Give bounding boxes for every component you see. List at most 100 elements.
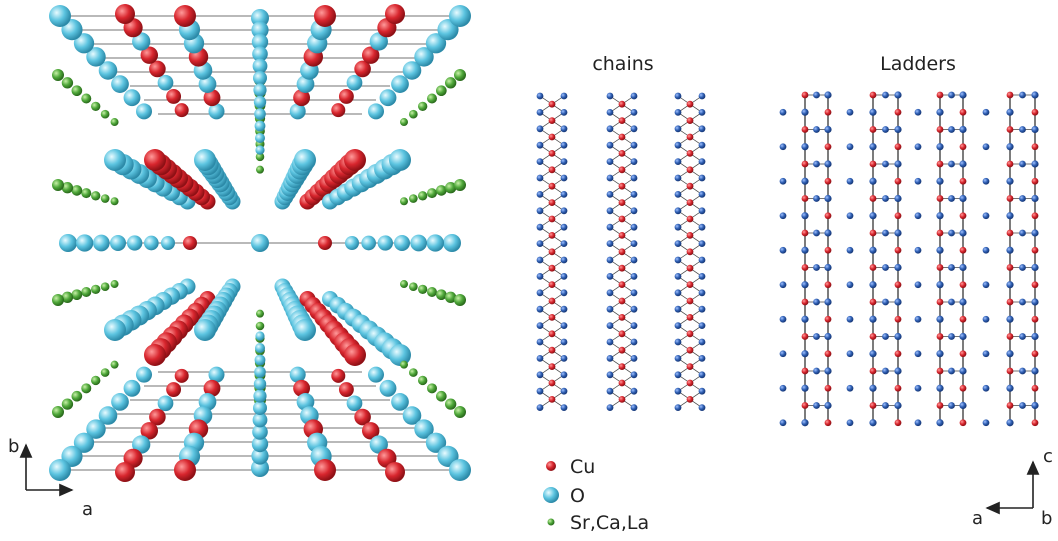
o-atom [698, 92, 706, 100]
o-atom [254, 120, 266, 132]
o-atom [698, 273, 706, 280]
o-atom [846, 384, 854, 392]
cu-atom [203, 89, 221, 107]
cu-atom [385, 4, 405, 24]
o-atom [948, 333, 955, 340]
o-atom [824, 367, 832, 375]
o-atom [104, 149, 126, 171]
o-atom [536, 207, 544, 215]
cu-atom [824, 350, 832, 358]
o-atom [560, 158, 568, 166]
sr-atom [400, 280, 408, 289]
o-atom [1019, 160, 1026, 168]
cu-atom [869, 402, 877, 409]
o-atom [1019, 195, 1026, 202]
o-atom [443, 234, 461, 252]
cu-atom [1031, 419, 1039, 427]
o-atom [674, 289, 682, 297]
right-axes-indicator: c a b [972, 446, 1053, 529]
o-atom [982, 143, 990, 151]
o-atom [824, 401, 832, 410]
cu-atom [894, 419, 902, 427]
o-atom [801, 419, 809, 427]
o-atom [959, 263, 967, 272]
o-atom [959, 332, 967, 341]
o-atom [606, 125, 614, 133]
cu-atom [824, 281, 832, 289]
o-atom [894, 367, 902, 375]
cu-atom [1031, 281, 1039, 289]
o-atom [49, 5, 71, 27]
o-atom [698, 191, 706, 198]
o-atom [294, 319, 316, 341]
cu-atom [894, 177, 902, 185]
o-atom [560, 355, 568, 362]
sr-atom [427, 383, 437, 394]
cu-atom [140, 422, 159, 440]
o-atom [914, 143, 922, 151]
o-atom [1019, 126, 1026, 133]
o-atom [674, 404, 682, 411]
sr-atom [436, 85, 447, 97]
cu-atom [801, 367, 809, 375]
o-atom [1031, 229, 1039, 237]
cu-atom [801, 333, 809, 340]
o-atom [1019, 264, 1026, 271]
sr-atom [445, 182, 457, 194]
o-atom [982, 108, 990, 116]
cu-atom [1006, 195, 1014, 202]
o-atom [824, 263, 832, 272]
cu-atom [936, 91, 944, 99]
o-atom [536, 289, 544, 297]
o-atom [674, 92, 682, 100]
o-atom [698, 240, 706, 248]
sr-atom [71, 185, 83, 196]
sr-atom [409, 109, 418, 119]
sr-atom [418, 191, 428, 201]
cu-atom [801, 229, 809, 237]
o-atom [948, 195, 955, 202]
cu-atom [686, 166, 694, 174]
sr-atom [91, 284, 101, 295]
o-atom [536, 158, 544, 166]
cu-atom [548, 396, 556, 403]
o-atom [379, 89, 397, 107]
cu-atom [183, 236, 197, 250]
cu-atom [1006, 91, 1014, 99]
o-atom [882, 229, 889, 237]
sr-atom [445, 77, 457, 89]
cu-atom [801, 298, 809, 306]
o-atom [414, 419, 434, 439]
sr-atom [61, 291, 74, 304]
o-atom [255, 133, 265, 143]
o-atom [936, 350, 944, 358]
axis-label-c: c [1043, 446, 1053, 467]
o-atom [698, 322, 706, 329]
o-atom [253, 71, 267, 85]
o-atom [1019, 367, 1026, 375]
o-atom [959, 194, 967, 203]
o-atom [813, 91, 820, 99]
sr-atom [418, 284, 428, 295]
cu-atom [548, 232, 556, 239]
sr-atom [400, 197, 408, 206]
cu-atom [548, 379, 556, 387]
cu-atom [801, 402, 809, 409]
legend: Cu O Sr,Ca,La [543, 456, 649, 534]
cu-atom [686, 264, 694, 272]
o-atom [289, 366, 306, 383]
sr-atom [81, 383, 92, 394]
cu-atom [1031, 384, 1039, 392]
o-atom [132, 32, 151, 51]
o-atom [846, 281, 854, 289]
o-atom [894, 401, 902, 410]
cu-atom [385, 462, 405, 482]
cu-atom [354, 60, 371, 78]
o-atom [606, 141, 614, 149]
o-atom [869, 350, 877, 358]
o-atom [846, 108, 854, 116]
o-atom [982, 384, 990, 392]
cu-atom [548, 281, 556, 288]
cu-atom [824, 177, 832, 185]
o-atom [1006, 384, 1014, 392]
